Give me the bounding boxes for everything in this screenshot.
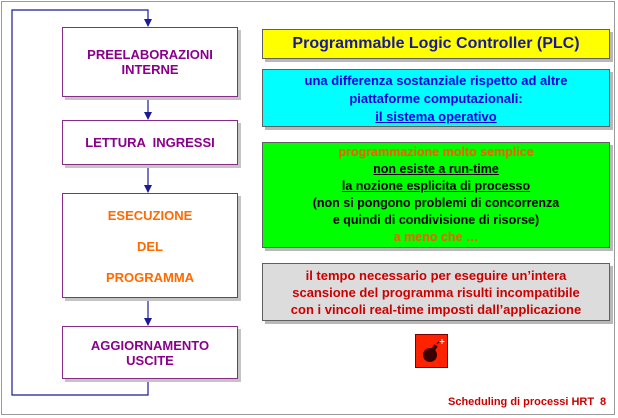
- flow-step-preelaborazioni-line2: INTERNE: [121, 62, 179, 77]
- flow-step-aggiornamento-line1: AGGIORNAMENTO: [90, 337, 210, 353]
- operating-system-line2: piattaforme computazionali:: [349, 91, 523, 106]
- bomb-icon: [415, 334, 448, 368]
- programming-line5: e quindi di condivisione di risorse): [332, 213, 540, 227]
- footer-title: Scheduling di processi HRT: [448, 396, 595, 408]
- programming-line6: a meno che …: [393, 230, 479, 244]
- flow-step-preelaborazioni: PREELABORAZIONI INTERNE: [62, 27, 238, 97]
- operating-system-box: una differenza sostanziale rispetto ad a…: [262, 69, 610, 127]
- flow-step-esecuzione-line1: ESECUZIONE: [107, 208, 193, 223]
- loop-back-arrow: [11, 9, 152, 396]
- flow-step-aggiornamento-line2: USCITE: [126, 352, 174, 368]
- flow-step-esecuzione: ESECUZIONE DEL PROGRAMMA: [62, 193, 238, 298]
- operating-system-line1: una differenza sostanziale rispetto ad a…: [304, 73, 568, 88]
- timing-box: il tempo necessario per eseguire un’inte…: [262, 263, 610, 321]
- operating-system-line3: il sistema operativo: [375, 109, 497, 124]
- programming-line4: (non si pongono problemi di concorrenza: [312, 196, 560, 210]
- flow-step-lettura-ingressi: LETTURA INGRESSI: [62, 120, 238, 165]
- slide-title: Programmable Logic Controller (PLC): [262, 29, 610, 59]
- programming-line3: la nozione esplicita di processo: [341, 179, 531, 193]
- timing-line3: con i vincoli real-time imposti dall’app…: [290, 301, 582, 317]
- page-number: 8: [600, 396, 607, 408]
- flow-step-esecuzione-line3: PROGRAMMA: [105, 270, 195, 285]
- timing-line1: il tempo necessario per eseguire un’inte…: [305, 267, 567, 283]
- flow-step-preelaborazioni-line1: PREELABORAZIONI: [87, 47, 213, 62]
- slide-title-text: Programmable Logic Controller (PLC): [292, 35, 580, 52]
- programming-line1: programmazione molto semplice: [338, 145, 534, 159]
- flow-step-aggiornamento: AGGIORNAMENTO USCITE: [62, 326, 238, 379]
- timing-line2: scansione del programma risulti incompat…: [292, 284, 580, 300]
- programming-box: programmazione molto semplice non esiste…: [262, 142, 610, 248]
- programming-line2: non esiste a run-time: [373, 162, 499, 176]
- flow-step-esecuzione-line2: DEL: [137, 239, 163, 254]
- flow-step-lettura-ingressi-line1: LETTURA INGRESSI: [85, 135, 215, 150]
